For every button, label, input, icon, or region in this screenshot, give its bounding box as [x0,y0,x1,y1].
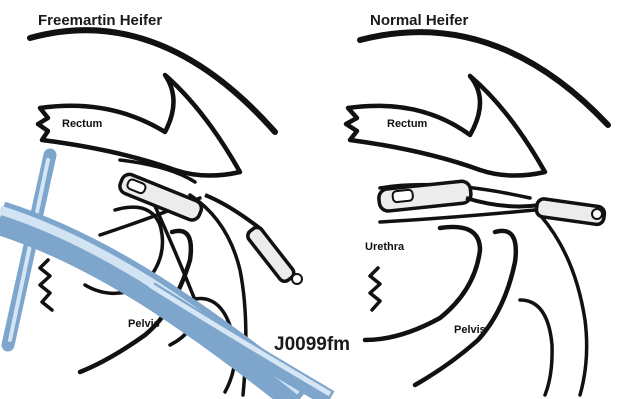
normal-pelvis-label: Pelvis [454,324,486,336]
image-code-watermark: J0099fm [274,334,350,356]
normal-vagina-lower [380,210,535,222]
normal-urethra-label: Urethra [365,241,404,253]
normal-title: Normal Heifer [370,12,468,29]
freemartin-jagged-edge [40,260,52,310]
normal-jagged-edge [370,268,380,310]
freemartin-pelvis-label: Pelvis [128,318,160,330]
normal-pelvis [415,231,516,385]
freemartin-rectum-label: Rectum [62,118,102,130]
freemartin-title: Freemartin Heifer [38,12,162,29]
normal-fold [540,215,587,395]
normal-rectum [346,76,545,176]
normal-pelvis-inner [520,300,552,395]
freemartin-back-arc [30,30,275,132]
normal-back-arc [360,32,608,125]
normal-rectum-label: Rectum [387,118,427,130]
